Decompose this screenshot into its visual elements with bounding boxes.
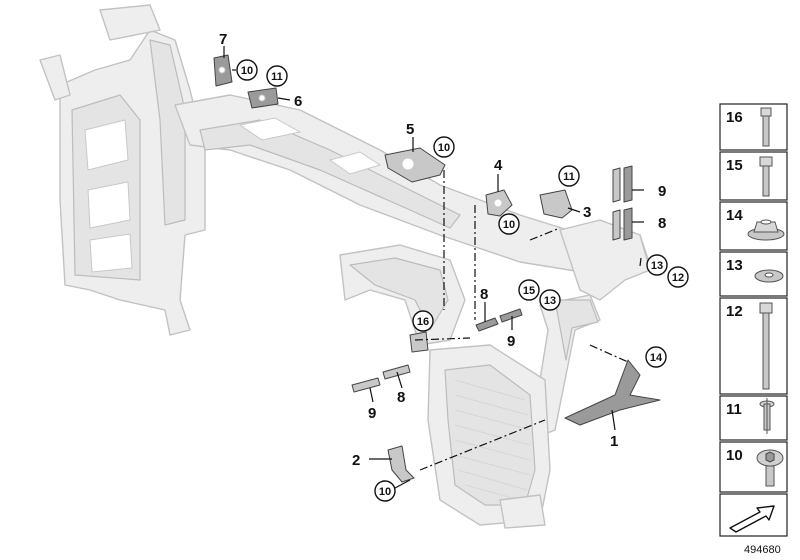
bolt-socket-head-icon <box>759 156 773 197</box>
callout-9-left: 9 <box>368 405 376 422</box>
svg-text:14: 14 <box>650 352 663 364</box>
svg-text:10: 10 <box>241 65 253 77</box>
svg-text:14: 14 <box>726 207 743 224</box>
legend-item-15: 15 <box>719 151 788 201</box>
svg-text:12: 12 <box>672 272 684 284</box>
part-8-9-clips-middle <box>475 308 523 332</box>
svg-text:10: 10 <box>726 447 743 464</box>
svg-text:13: 13 <box>726 257 743 274</box>
circled-callout-13-right: 13 <box>646 254 668 276</box>
part-6-bracket <box>247 87 279 109</box>
circled-callout-11-bracket3: 11 <box>558 165 580 187</box>
svg-text:13: 13 <box>651 260 663 272</box>
legend-item-16: 16 <box>719 103 788 151</box>
part-16-bolt <box>409 331 429 353</box>
part-8-9-clips-left <box>351 364 411 393</box>
part-2-bracket <box>387 445 415 483</box>
front-end-carrier-frame <box>39 4 651 529</box>
screw-torx-icon <box>756 449 784 487</box>
part-1-bracket <box>564 359 661 426</box>
callout-8-right: 8 <box>658 215 666 232</box>
circled-callout-12: 12 <box>667 266 689 288</box>
svg-text:10: 10 <box>379 486 391 498</box>
callout-5: 5 <box>406 121 414 138</box>
callout-3: 3 <box>583 204 591 221</box>
callout-7: 7 <box>219 31 227 48</box>
part-3-bracket <box>539 189 573 219</box>
svg-text:11: 11 <box>726 401 742 418</box>
svg-text:13: 13 <box>544 295 556 307</box>
callout-8-middle: 8 <box>480 286 488 303</box>
leader-lines <box>223 46 644 471</box>
circled-callout-10-bracket4: 10 <box>498 213 520 235</box>
callout-6: 6 <box>294 93 302 110</box>
part-8-9-clips-right <box>612 165 633 241</box>
callout-1: 1 <box>610 433 618 450</box>
callout-2: 2 <box>352 452 360 469</box>
circled-callout-10-top: 10 <box>236 59 258 81</box>
part-7-bracket <box>213 54 233 87</box>
flange-nut-icon <box>747 219 785 241</box>
callout-4: 4 <box>494 157 503 174</box>
legend-item-14: 14 <box>719 201 788 251</box>
callout-9-right: 9 <box>658 183 666 200</box>
svg-text:16: 16 <box>417 316 429 328</box>
arrow-direction-icon <box>719 493 788 537</box>
svg-text:16: 16 <box>726 109 743 126</box>
legend-item-13: 13 <box>719 251 788 297</box>
svg-text:10: 10 <box>503 219 515 231</box>
callout-8-left: 8 <box>397 389 405 406</box>
legend-item-11: 11 <box>719 395 788 441</box>
callout-9-middle: 9 <box>507 333 515 350</box>
bolt-long-hex-icon <box>760 107 772 147</box>
svg-text:12: 12 <box>726 303 743 320</box>
legend-item-12: 12 <box>719 297 788 395</box>
legend-item-10: 10 <box>719 441 788 493</box>
circled-callout-11-top: 11 <box>266 65 288 87</box>
circled-callout-10-bracket5: 10 <box>433 136 455 158</box>
circled-callout-10-bottom: 10 <box>374 479 411 502</box>
circled-callout-14: 14 <box>645 346 667 368</box>
circled-callout-16: 16 <box>412 310 434 332</box>
part-4-bracket <box>485 189 513 217</box>
svg-text:10: 10 <box>438 142 450 154</box>
svg-text:11: 11 <box>563 171 575 183</box>
part-5-bracket <box>384 147 446 183</box>
circled-callouts: 10 11 10 10 11 13 12 15 <box>236 59 689 502</box>
rivet-icon <box>759 398 775 434</box>
svg-text:11: 11 <box>271 71 283 83</box>
reference-number: 494680 <box>744 544 781 556</box>
washer-icon <box>754 269 784 283</box>
circled-callout-13-middle: 13 <box>539 289 561 311</box>
bolt-long-icon <box>759 302 773 390</box>
callouts: 7 6 5 4 3 9 8 8 9 9 8 1 2 <box>219 31 666 469</box>
svg-text:15: 15 <box>523 285 535 297</box>
fastener-legend: 16 15 14 13 <box>719 103 788 556</box>
circled-callout-15: 15 <box>518 279 540 301</box>
svg-text:15: 15 <box>726 157 743 174</box>
